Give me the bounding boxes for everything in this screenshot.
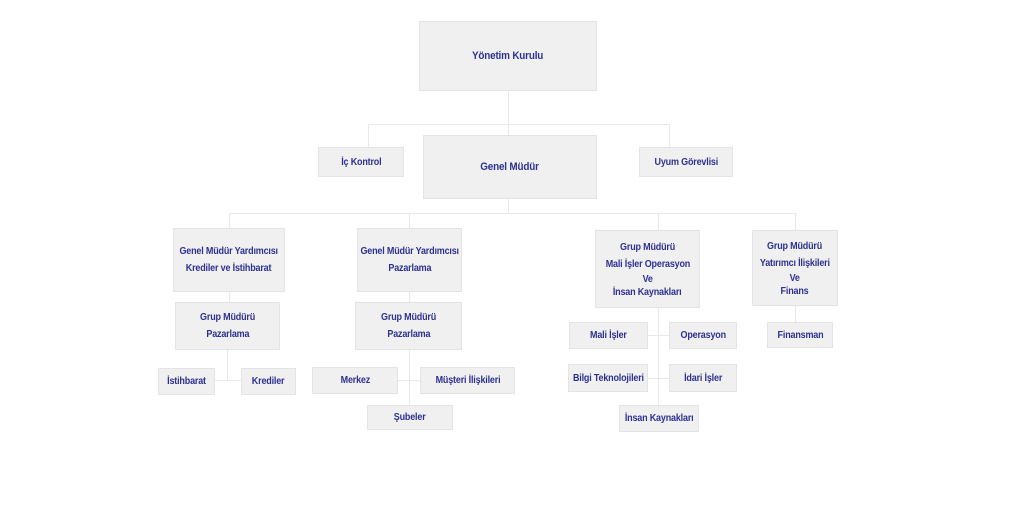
node-label: Finansman <box>777 329 823 341</box>
node-label: İç Kontrol <box>340 156 382 168</box>
connector-line <box>398 380 420 381</box>
org-node-insan-kaynaklari: İnsan Kaynakları <box>619 405 699 432</box>
connector-line <box>229 292 230 302</box>
org-node-gm-yatirimci-iliskileri-finans: Grup Müdürü Yatırımcı İlişkileri Ve Fina… <box>752 230 838 306</box>
node-label: Operasyon <box>680 330 726 341</box>
org-node-krediler: Krediler <box>241 368 296 395</box>
node-label: Mali İşler <box>590 330 627 341</box>
node-label: Grup Müdürü <box>199 312 256 323</box>
org-node-istihbarat: İstihbarat <box>158 368 215 395</box>
node-label: Finans <box>781 286 809 297</box>
connector-line <box>409 213 410 228</box>
node-label: Genel Müdür <box>480 160 540 173</box>
connector-line <box>795 213 796 230</box>
node-label: Pazarlama <box>206 329 249 340</box>
connector-line <box>658 308 659 405</box>
org-node-mali-isler: Mali İşler <box>569 322 648 349</box>
connector-line <box>795 306 796 322</box>
org-node-gmy-krediler-istihbarat: Genel Müdür Yardımcısı Krediler ve İstih… <box>173 228 285 292</box>
connector-line <box>508 124 509 135</box>
node-label: Grup Müdürü <box>619 242 676 253</box>
connector-line <box>215 380 242 381</box>
org-node-musteri-iliskileri: Müşteri İlişkileri <box>420 367 515 394</box>
org-node-ic-kontrol: İç Kontrol <box>318 147 404 177</box>
connector-line <box>508 91 509 124</box>
node-label: Müşteri İlişkileri <box>435 375 500 386</box>
node-label: Şubeler <box>394 412 426 423</box>
node-label: Yatırımcı İlişkileri <box>760 258 830 269</box>
connector-line <box>409 292 410 302</box>
node-label: Bilgi Teknolojileri <box>572 372 644 384</box>
node-label: İnsan Kaynakları <box>624 413 694 424</box>
node-label: Merkez <box>340 375 370 386</box>
node-label: Pazarlama <box>388 263 431 274</box>
node-label: Krediler <box>252 376 285 387</box>
connector-line <box>368 124 369 147</box>
connector-line <box>229 213 795 214</box>
node-label: Mali İşler Operasyon <box>605 259 690 270</box>
node-label: Uyum Görevlisi <box>654 156 718 168</box>
org-node-uyum-gorevlisi: Uyum Görevlisi <box>639 147 733 177</box>
node-label: İdari İşler <box>683 372 723 384</box>
node-label: Grup Müdürü <box>767 241 823 252</box>
org-node-genel-mudur: Genel Müdür <box>423 135 597 199</box>
node-label: Pazarlama <box>387 329 430 340</box>
connector-line <box>648 378 669 379</box>
node-label: Genel Müdür Yardımcısı <box>179 246 279 257</box>
connector-line <box>648 335 669 336</box>
connector-line <box>508 199 509 213</box>
org-node-gmy-pazarlama: Genel Müdür Yardımcısı Pazarlama <box>357 228 462 292</box>
org-node-bilgi-teknolojileri: Bilgi Teknolojileri <box>568 364 648 392</box>
connector-line <box>229 213 230 228</box>
node-label: İnsan Kaynakları <box>613 287 682 298</box>
org-node-gm-mali-isler-operasyon-ik: Grup Müdürü Mali İşler Operasyon Ve İnsa… <box>595 230 700 308</box>
connector-line <box>669 124 670 147</box>
org-node-grup-muduru-pazarlama-sol: Grup Müdürü Pazarlama <box>175 302 280 350</box>
connector-line <box>409 350 410 405</box>
node-label: Krediler ve İstihbarat <box>186 263 272 274</box>
node-label: Grup Müdürü <box>380 312 437 323</box>
org-node-idari-isler: İdari İşler <box>669 364 737 392</box>
connector-line <box>227 350 228 381</box>
org-node-yonetim-kurulu: Yönetim Kurulu <box>419 21 597 91</box>
org-node-grup-muduru-pazarlama-orta: Grup Müdürü Pazarlama <box>355 302 462 350</box>
node-label: Yönetim Kurulu <box>472 49 544 62</box>
connector-line <box>658 213 659 230</box>
node-label: Ve <box>642 274 653 285</box>
org-node-merkez: Merkez <box>312 367 398 394</box>
org-node-operasyon: Operasyon <box>669 322 737 349</box>
node-label: Ve <box>789 273 801 284</box>
org-node-subeler: Şubeler <box>367 405 453 430</box>
org-node-finansman: Finansman <box>767 322 833 348</box>
node-label: Genel Müdür Yardımcısı <box>360 246 459 257</box>
connector-line <box>368 124 669 125</box>
node-label: İstihbarat <box>167 376 206 387</box>
